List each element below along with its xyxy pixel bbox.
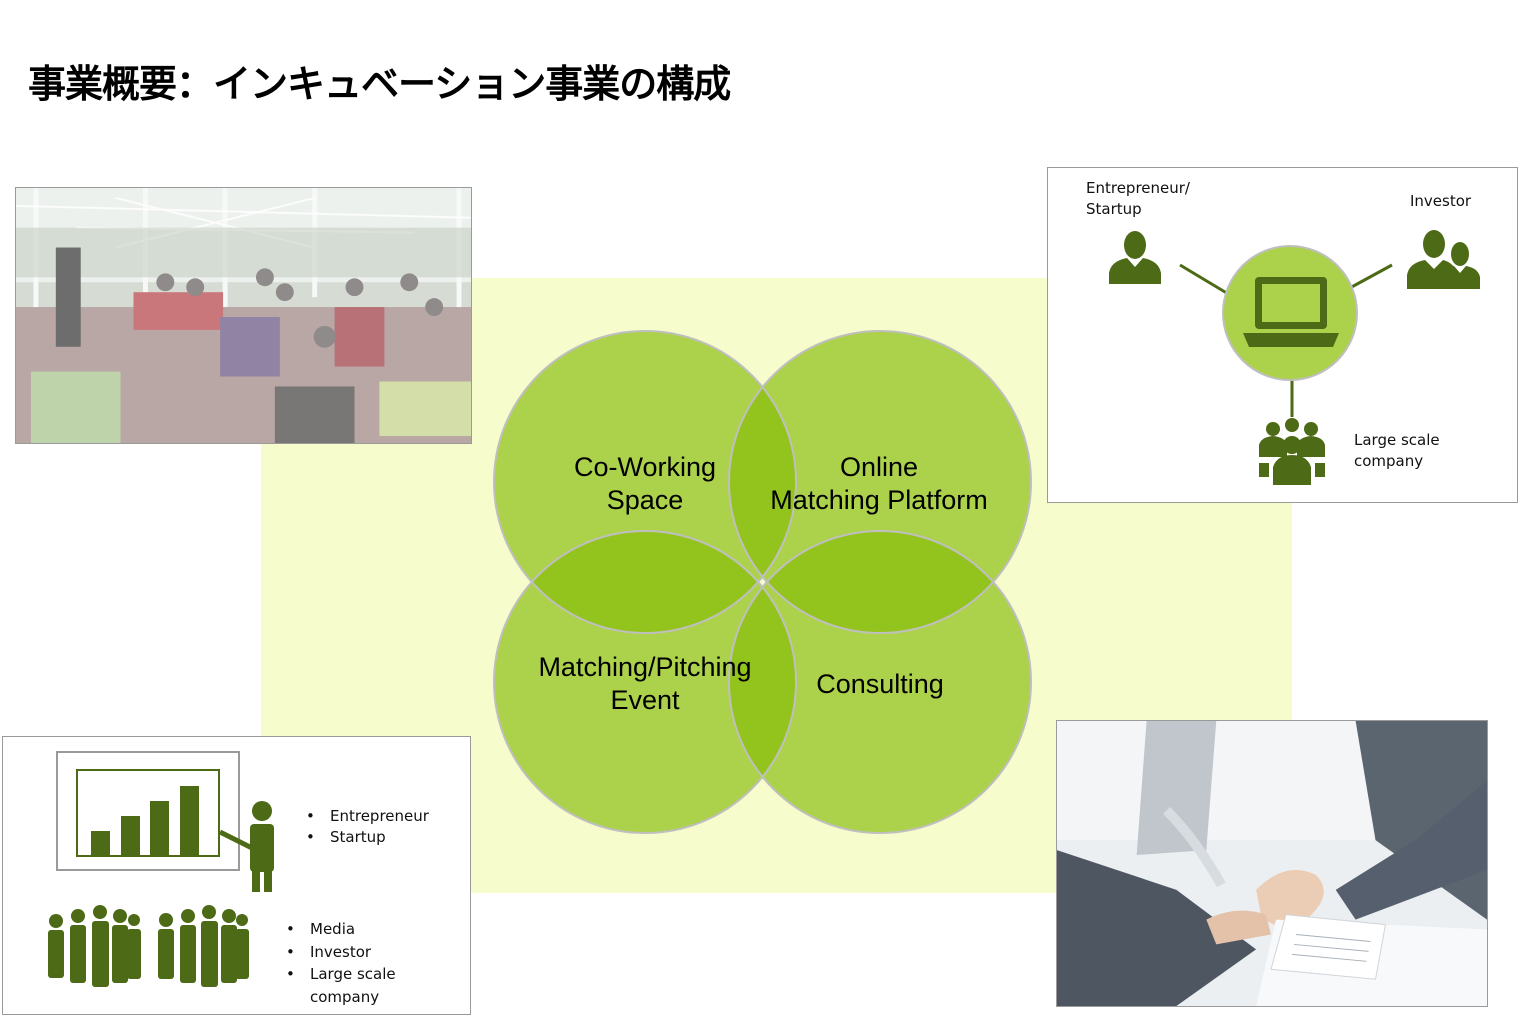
label-matching-pitching-event: Matching/Pitching Event: [538, 652, 752, 715]
list-item: Startup: [302, 827, 429, 848]
presenter-icon: [218, 801, 274, 892]
group-icon: [1407, 230, 1480, 289]
event-graphic: [48, 751, 274, 987]
list-item: Entrepreneur: [302, 806, 429, 827]
label-investor: Investor: [1410, 192, 1472, 210]
consulting-handshake-photo: [1056, 720, 1488, 1007]
page-title: 事業概要：インキュベーション事業の構成: [28, 62, 731, 106]
label-online-matching-platform: Online Matching Platform: [770, 452, 988, 515]
audience-icon: [48, 905, 141, 987]
team-icon: [1259, 418, 1325, 485]
list-item: Media: [282, 918, 396, 941]
coworking-space-photo: [15, 187, 472, 444]
list-item: Large scale company: [282, 963, 396, 1008]
audience-list: Media Investor Large scale company: [282, 918, 396, 1008]
label-consulting: Consulting: [816, 669, 944, 699]
label-large-scale-company: Large scale company: [1354, 431, 1440, 470]
person-icon: [1109, 231, 1161, 284]
venn-outlines: [493, 330, 1032, 834]
audience-icon: [158, 905, 249, 987]
list-item: Investor: [282, 941, 396, 964]
laptop-icon: [1243, 277, 1339, 347]
label-entrepreneur-startup: Entrepreneur/ Startup: [1086, 179, 1190, 218]
label-coworking-space: Co-Working Space: [573, 452, 717, 515]
platform-graphic: [1109, 230, 1480, 485]
venn-overlaps: [494, 331, 1031, 833]
presenter-list: Entrepreneur Startup: [302, 806, 429, 848]
presentation-icon: [56, 751, 240, 871]
